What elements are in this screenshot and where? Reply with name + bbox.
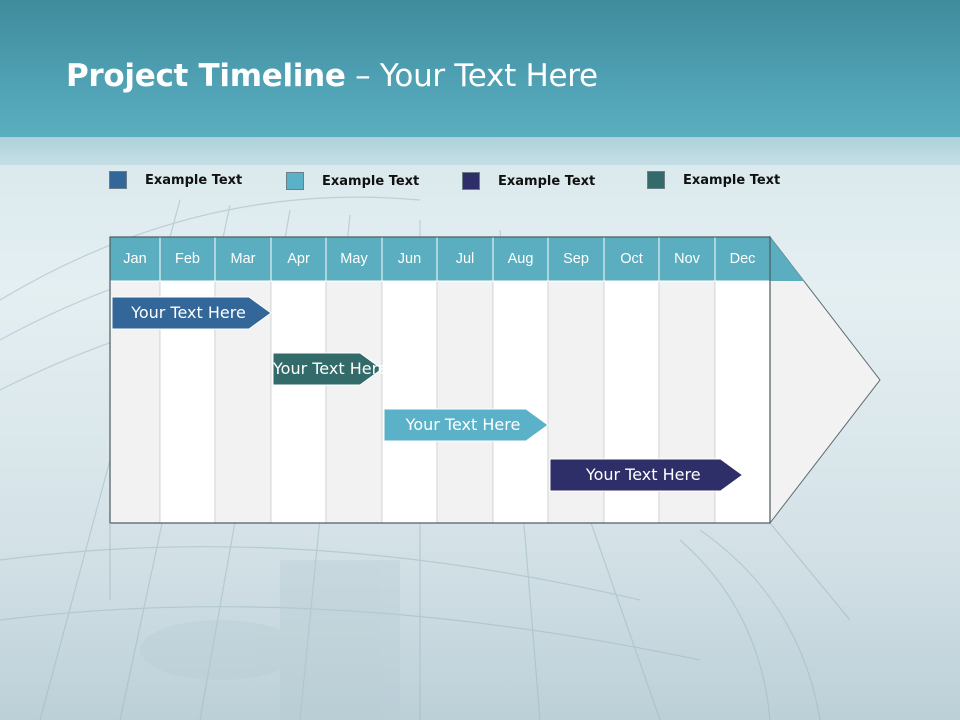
task-bar-label-3: Your Text Here [405, 415, 521, 434]
legend-label-2: Example Text [322, 174, 420, 189]
legend-label-3: Example Text [498, 174, 596, 189]
month-header-cell [492, 236, 549, 282]
month-label-dec: Dec [729, 251, 756, 267]
month-column [381, 280, 438, 524]
task-bar-4 [549, 458, 744, 492]
month-label-oct: Oct [620, 251, 643, 267]
legend-swatch-4 [647, 171, 665, 189]
title-bold: Project Timeline [66, 58, 346, 94]
month-header-cell [381, 236, 438, 282]
month-label-aug: Aug [507, 251, 534, 267]
task-bar-label-1: Your Text Here [131, 303, 246, 322]
month-label-feb: Feb [175, 251, 200, 267]
month-column [492, 280, 549, 524]
month-label-jun: Jun [397, 251, 422, 267]
month-header-cell [714, 236, 771, 282]
timeline-reflection [109, 522, 851, 621]
task-bar-1 [111, 296, 272, 330]
month-label-jan: Jan [123, 251, 147, 267]
month-header-cell [159, 236, 216, 282]
task-bar-3 [383, 408, 549, 442]
arrow-header-cap [770, 237, 804, 281]
legend-swatch-1 [109, 171, 127, 189]
legend-swatch-2 [286, 172, 304, 190]
legend-label-1: Example Text [145, 173, 243, 188]
timeline-frame [109, 236, 771, 524]
task-bar-label-2: Your Text Here [273, 359, 388, 378]
title-rest: – Your Text Here [345, 58, 598, 94]
header-bar [0, 0, 960, 137]
month-header-cell [214, 236, 272, 282]
month-column [436, 280, 494, 524]
month-header-cell [436, 236, 494, 282]
month-label-mar: Mar [230, 251, 256, 267]
month-header-cell [603, 236, 660, 282]
month-label-may: May [340, 251, 368, 267]
month-column [270, 280, 327, 524]
month-column [325, 280, 383, 524]
month-header-cell [658, 236, 716, 282]
task-bar-label-4: Your Text Here [585, 465, 701, 484]
month-label-nov: Nov [674, 251, 700, 267]
month-label-apr: Apr [287, 251, 310, 267]
month-header-cell [109, 236, 161, 282]
page-title: Project Timeline – Your Text Here [66, 58, 598, 94]
month-label-jul: Jul [455, 251, 475, 267]
legend-label-4: Example Text [683, 173, 781, 188]
header-band [0, 137, 960, 165]
legend-swatch-3 [462, 172, 480, 190]
month-header-cell [547, 236, 605, 282]
month-label-sep: Sep [563, 251, 589, 267]
task-bar-2 [272, 352, 383, 386]
